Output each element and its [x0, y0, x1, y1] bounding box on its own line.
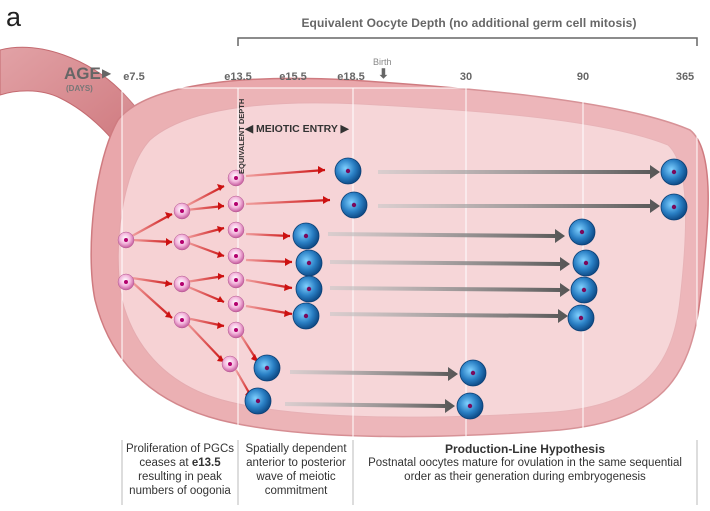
- tick-label: e13.5: [224, 71, 252, 83]
- tick-label: 90: [577, 71, 589, 83]
- hypothesis-title: Production-Line Hypothesis: [360, 442, 690, 456]
- meiotic-entry-label: ◀ MEIOTIC ENTRY ▶: [245, 123, 349, 135]
- down-arrow-icon: ⬇: [378, 66, 389, 82]
- panel-letter: a: [6, 2, 21, 33]
- depth-bracket: [238, 38, 697, 46]
- tick-label: e15.5: [279, 71, 307, 83]
- stage-box-proliferation: [122, 88, 238, 440]
- days-label: (DAYS): [66, 84, 93, 93]
- tick-label: e18.5: [337, 71, 365, 83]
- equivalent-depth-label: EQUIVALENT DEPTH: [237, 99, 246, 174]
- caption-spatial: Spatially dependent anterior to posterio…: [242, 442, 350, 498]
- caption-hypothesis: Production-Line Hypothesis Postnatal ooc…: [360, 442, 690, 484]
- tick-label: 365: [676, 71, 694, 83]
- caption-proliferation-bold: e13.5: [192, 457, 221, 469]
- tick-label: e7.5: [123, 71, 144, 83]
- depth-title: Equivalent Oocyte Depth (no additional g…: [240, 16, 698, 30]
- hypothesis-body: Postnatal oocytes mature for ovulation i…: [360, 456, 690, 484]
- tick-label: 30: [460, 71, 472, 83]
- age-arrow-icon: ▶: [102, 66, 111, 80]
- caption-proliferation: Proliferation of PGCs ceases at e13.5 re…: [124, 442, 236, 498]
- age-label: AGE: [64, 64, 101, 84]
- caption-proliferation-post: resulting in peak numbers of oogonia: [129, 471, 231, 497]
